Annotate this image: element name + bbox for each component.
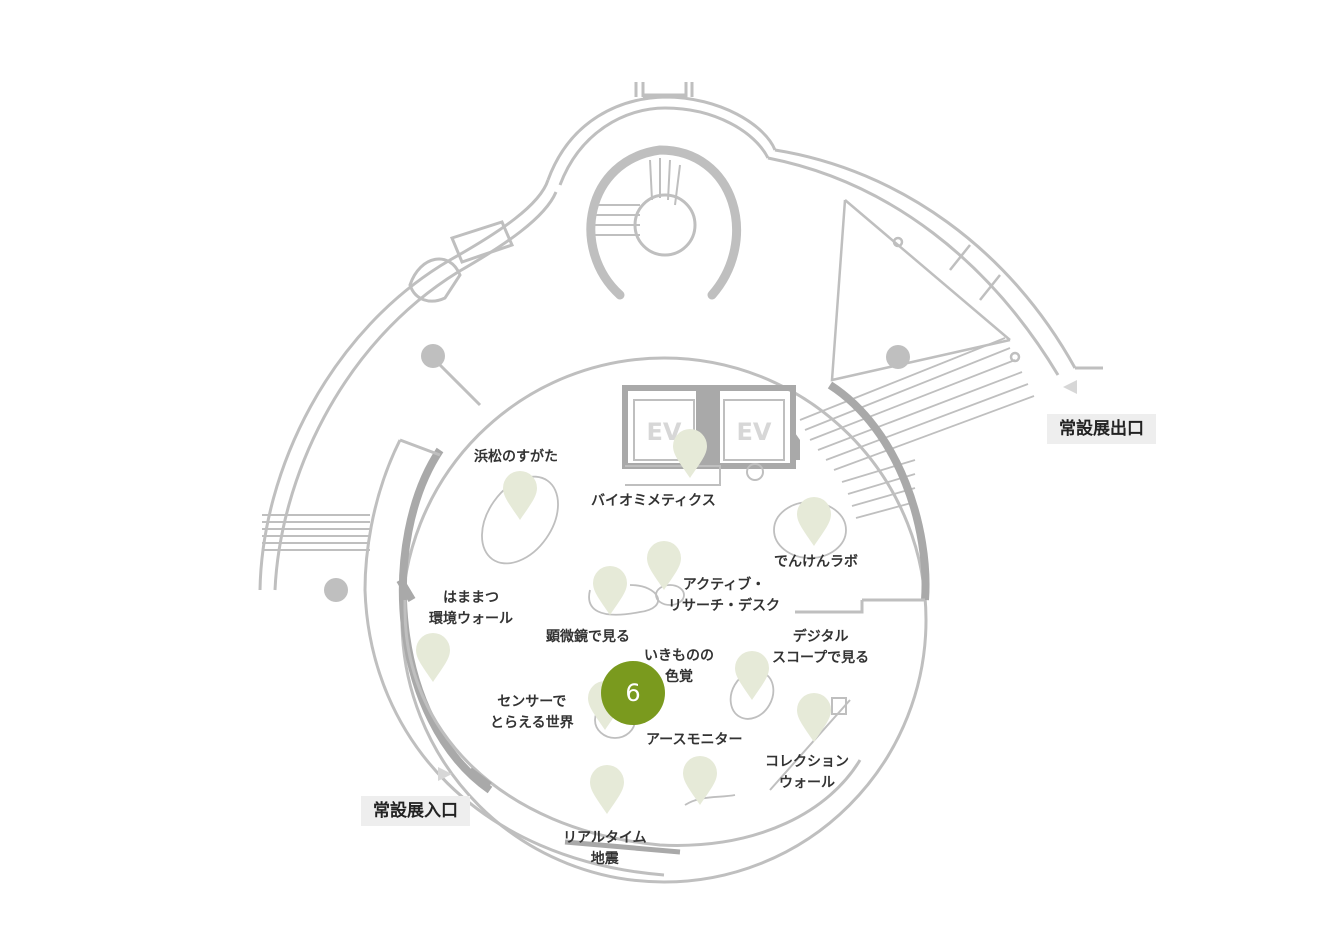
label-line: でんけんラボ (774, 554, 858, 570)
north-spiral-stair (586, 145, 741, 300)
label-line: 環境ウォール (429, 611, 513, 627)
pin-digital-scope (735, 651, 769, 700)
label-microscope[interactable]: 顕微鏡で見る (546, 627, 630, 648)
main-hall (363, 356, 930, 884)
pin-collection-wall (797, 693, 831, 742)
elevator-right-label: EV (737, 418, 772, 446)
label-line: スコープで見る (772, 650, 870, 666)
label-line: コレクション (765, 754, 849, 770)
label-line: ウォール (779, 775, 835, 791)
entrance-label[interactable]: 常設展入口 (361, 796, 470, 826)
label-line: リサーチ・デスク (668, 598, 780, 614)
label-line: 浜松のすがた (474, 449, 558, 465)
label-line: アクティブ・ (682, 577, 766, 593)
label-line: 色覚 (665, 669, 693, 685)
label-line: はままつ (443, 590, 499, 606)
pin-denken-lab (797, 497, 831, 546)
label-line: とらえる世界 (490, 715, 574, 731)
pin-earth-monitor (683, 756, 717, 805)
building-walls (258, 82, 1103, 591)
pin-active-research (647, 541, 681, 590)
label-hamamatsu-sugata[interactable]: 浜松のすがた (474, 447, 558, 468)
label-sensor-world[interactable]: センサーで とらえる世界 (490, 692, 574, 734)
label-line: デジタル (792, 629, 849, 645)
pin-microscope (593, 566, 627, 615)
label-ikimono-shikaku[interactable]: いきものの 色覚 (644, 646, 714, 688)
exhibit-pins (416, 429, 831, 814)
pin-hamamatsu-sugata (503, 471, 537, 520)
pin-hamamatsu-wall (416, 633, 450, 682)
label-line: アースモニター (646, 732, 743, 748)
pillars (324, 344, 910, 602)
east-room (830, 199, 1021, 382)
label-line: 顕微鏡で見る (546, 629, 630, 645)
label-realtime-quake[interactable]: リアルタイム 地震 (563, 828, 647, 870)
label-earth-monitor[interactable]: アースモニター (646, 730, 742, 751)
label-biomimetics[interactable]: バイオミメティクス (591, 491, 716, 512)
active-map-marker[interactable]: 6 (601, 661, 665, 725)
label-line: いきものの (644, 648, 714, 664)
label-active-research-desk[interactable]: アクティブ・ リサーチ・デスク (668, 575, 780, 617)
pin-realtime-quake (590, 765, 624, 814)
entrance-arrow-icon (438, 767, 452, 781)
exit-label[interactable]: 常設展出口 (1047, 414, 1156, 444)
west-stairs (262, 514, 370, 551)
label-collection-wall[interactable]: コレクション ウォール (765, 752, 849, 794)
label-line: バイオミメティクス (591, 493, 716, 509)
label-line: センサーで (497, 694, 567, 710)
east-stairs (799, 337, 1035, 519)
label-line: 地震 (590, 851, 619, 867)
label-line: リアルタイム (563, 830, 647, 846)
label-digital-scope[interactable]: デジタル スコープで見る (772, 627, 869, 669)
label-denken-lab[interactable]: でんけんラボ (774, 552, 858, 573)
label-hamamatsu-wall[interactable]: はままつ 環境ウォール (429, 588, 513, 630)
exit-arrow-icon (1063, 380, 1077, 394)
pin-biomimetics (673, 429, 707, 478)
